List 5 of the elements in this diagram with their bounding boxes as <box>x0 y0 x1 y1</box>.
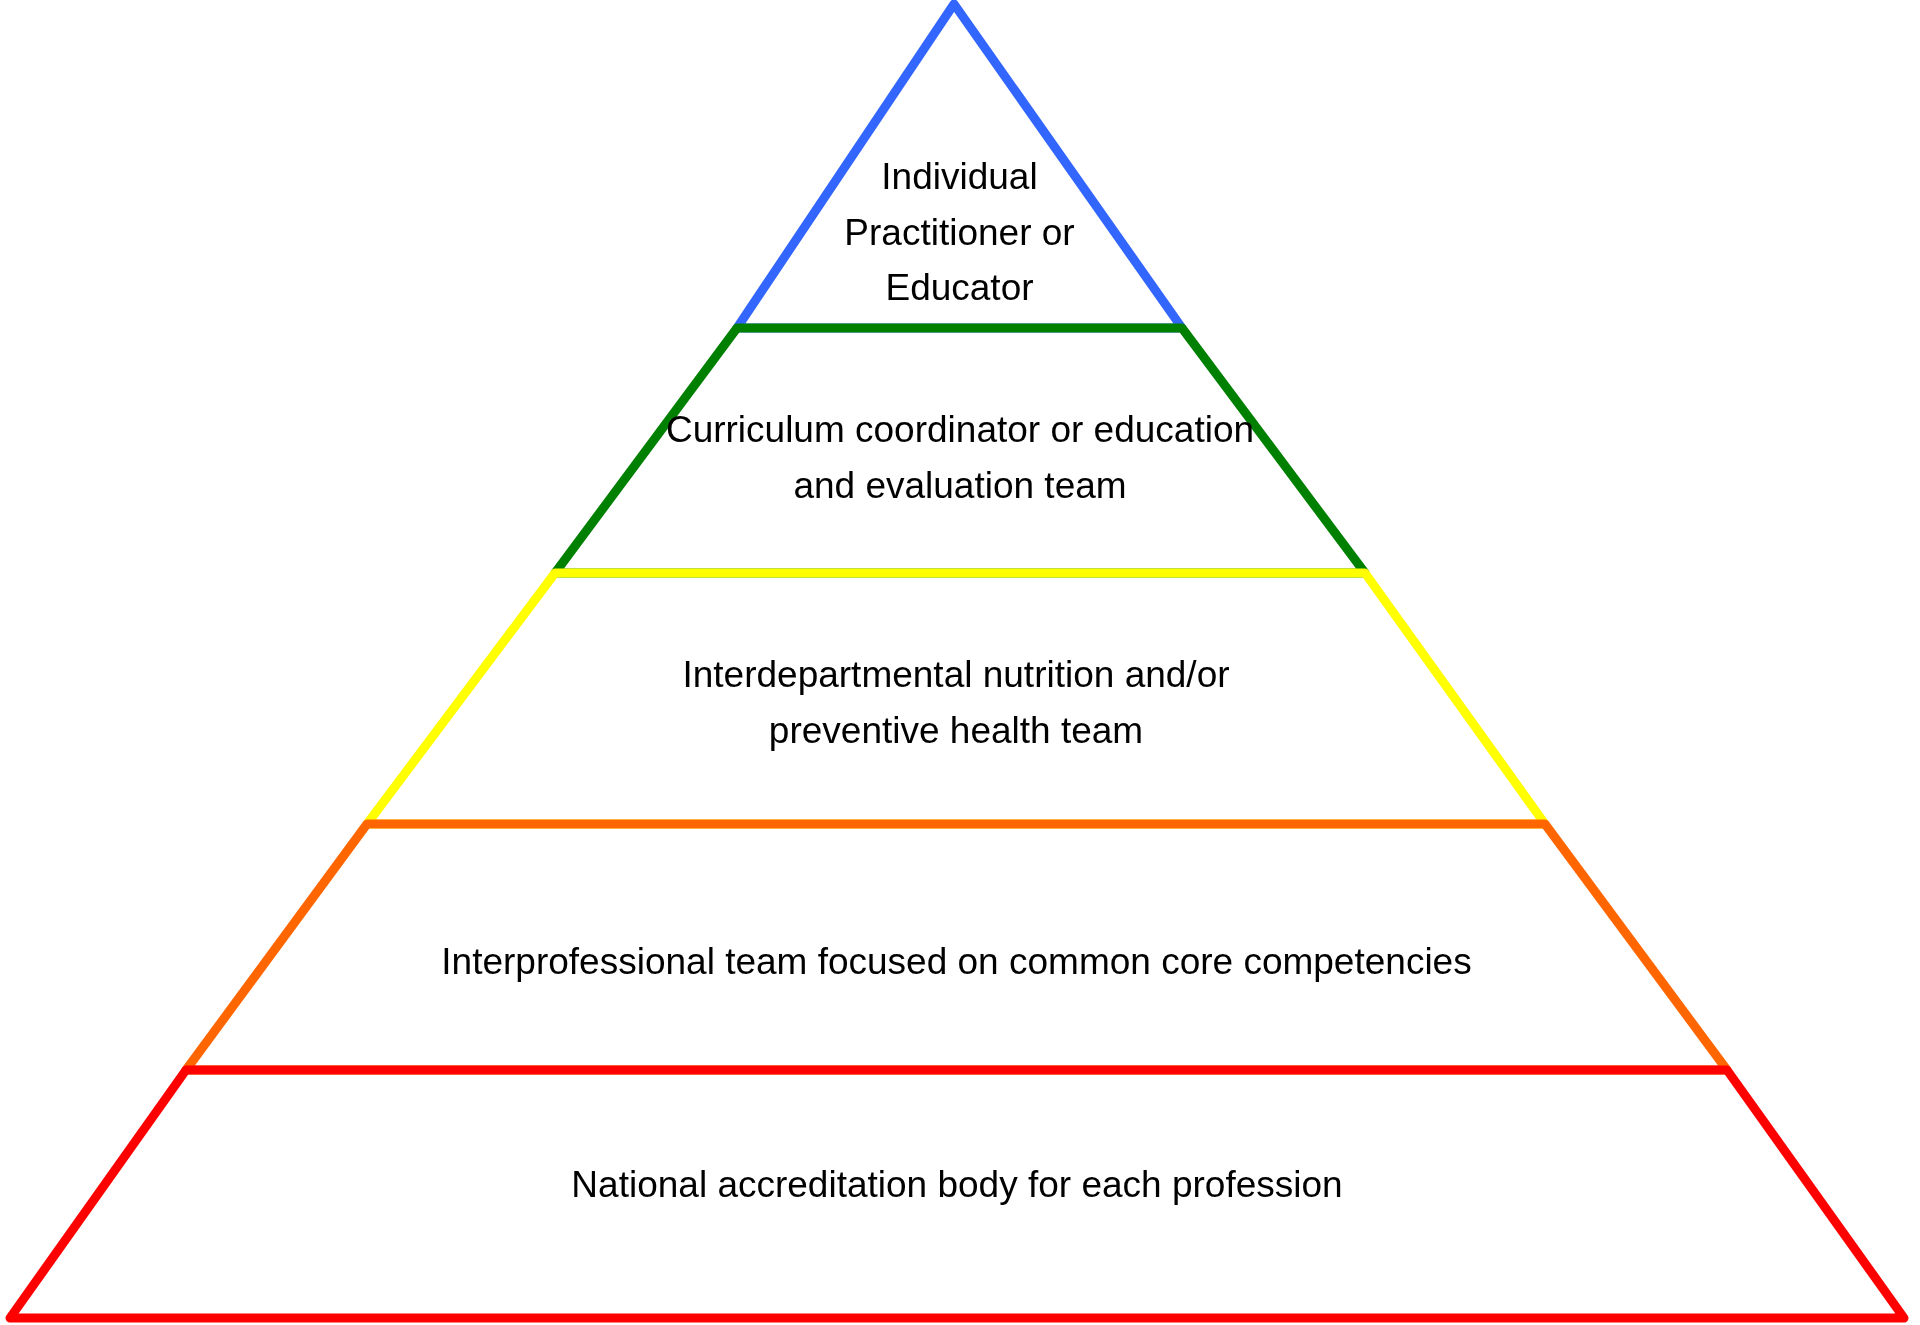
tier-label: Curriculum coordinator or education and evaluation team <box>664 407 1256 507</box>
tier-label: Interdepartmental nutrition and/or preventive health team <box>681 652 1231 753</box>
tier-label: National accreditation body for each profession <box>571 1163 1343 1208</box>
tier-label: Individual Practitioner or Educator <box>843 154 1076 310</box>
tier-label: Interprofessional team focused on common core competencies <box>441 940 1472 985</box>
